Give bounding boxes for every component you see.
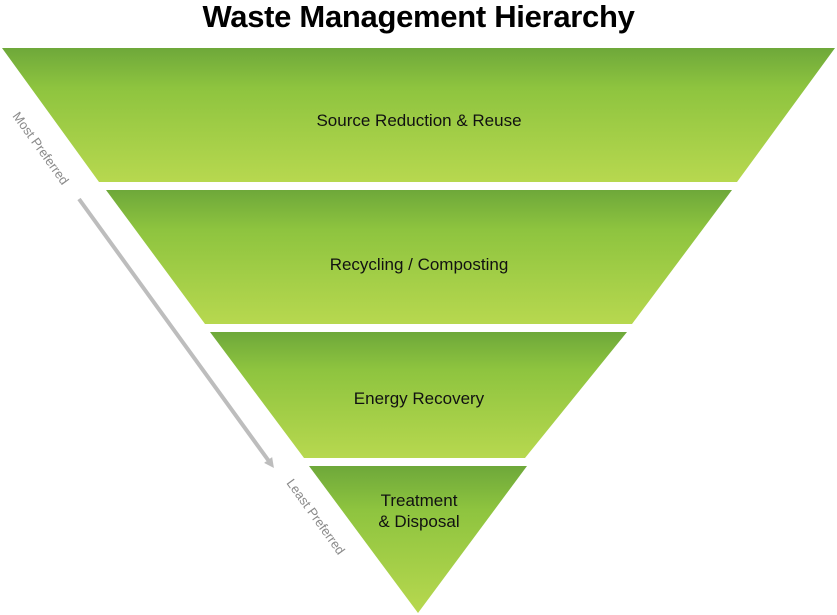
tier-source-reduction: Source Reduction & Reuse xyxy=(2,48,835,182)
tier-label: & Disposal xyxy=(378,512,459,531)
tier-label: Energy Recovery xyxy=(354,389,485,408)
tier-label: Recycling / Composting xyxy=(330,255,509,274)
tier-energy-recovery: Energy Recovery xyxy=(210,332,627,458)
preference-arrow-line xyxy=(77,197,274,469)
tier-treatment-disposal: Treatment & Disposal xyxy=(309,466,527,613)
tier-label: Treatment xyxy=(381,491,458,510)
tier-label: Source Reduction & Reuse xyxy=(316,111,521,130)
tier-recycling: Recycling / Composting xyxy=(106,190,732,324)
page-title: Waste Management Hierarchy xyxy=(202,0,635,34)
